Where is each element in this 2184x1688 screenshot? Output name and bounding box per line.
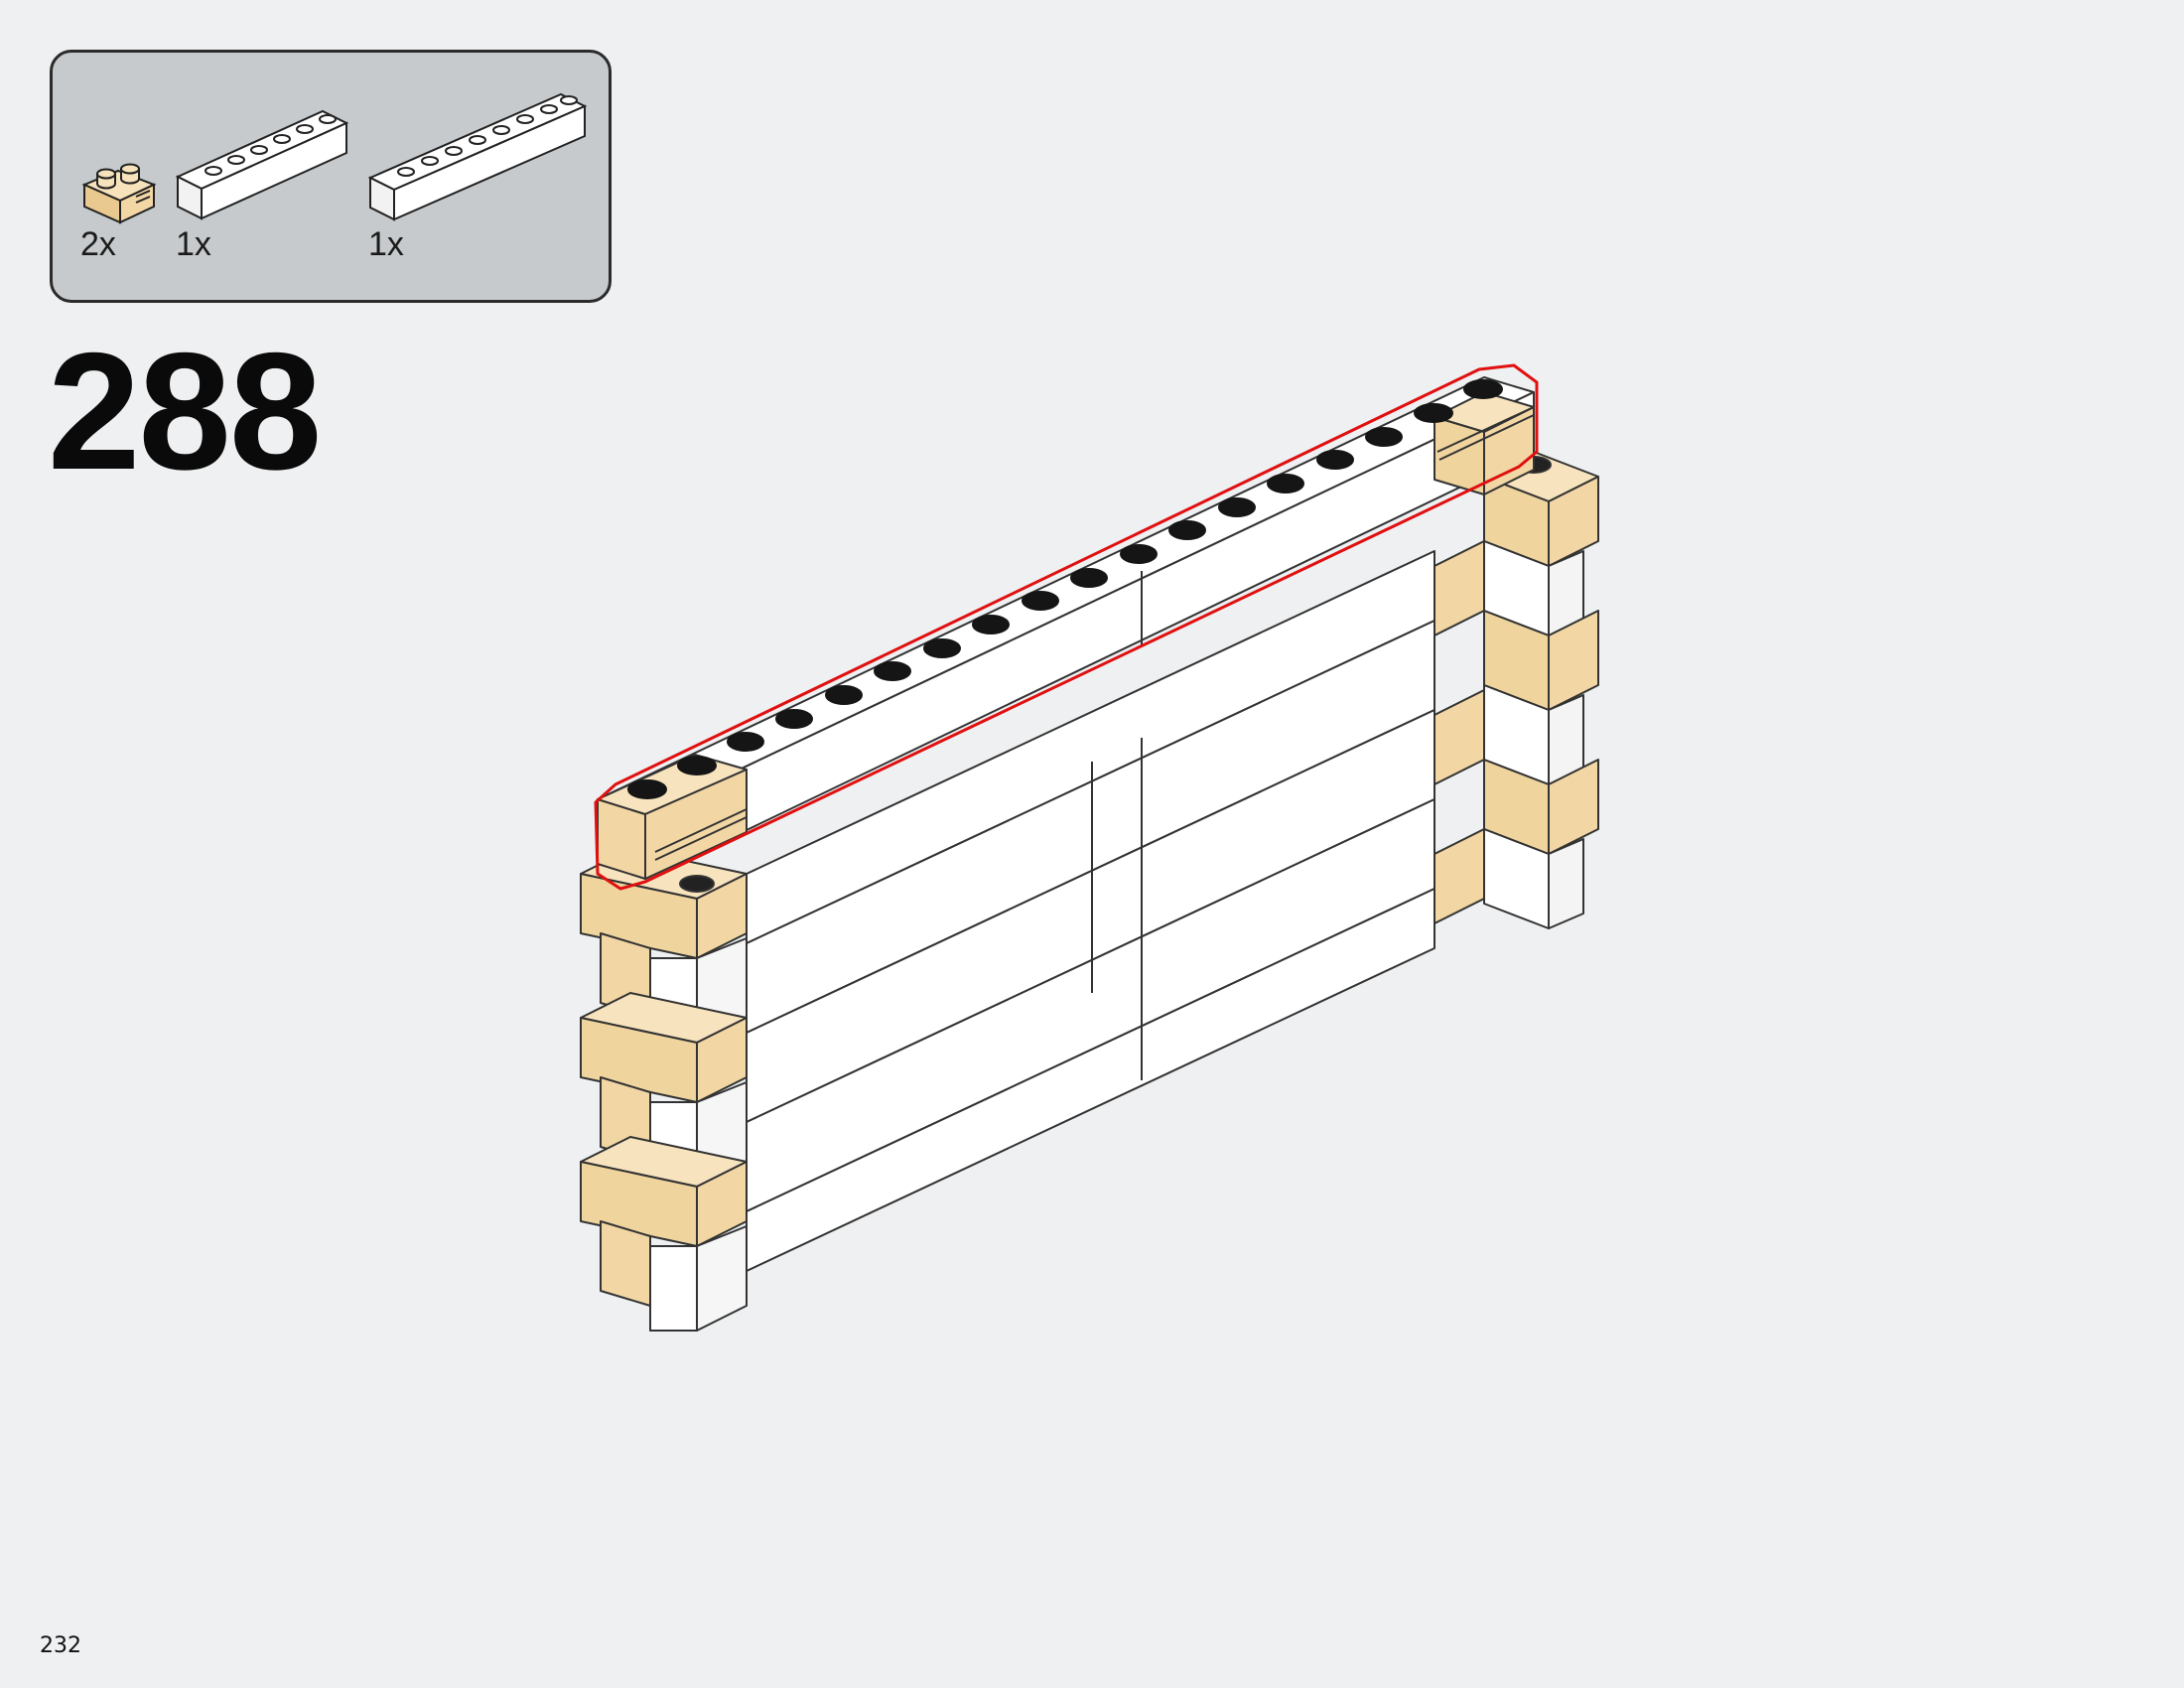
page-number: 232 xyxy=(40,1633,81,1658)
step-number: 288 xyxy=(48,318,322,504)
part-quantity: 2x xyxy=(80,225,116,263)
white-1x8-brick-icon xyxy=(366,90,591,229)
part-quantity: 1x xyxy=(368,225,404,263)
part-quantity: 1x xyxy=(176,225,211,263)
parts-callout-panel: 2x 1x xyxy=(50,50,612,303)
white-1x6-brick-icon xyxy=(174,107,352,226)
tan-1x2-brick-icon xyxy=(80,157,160,226)
